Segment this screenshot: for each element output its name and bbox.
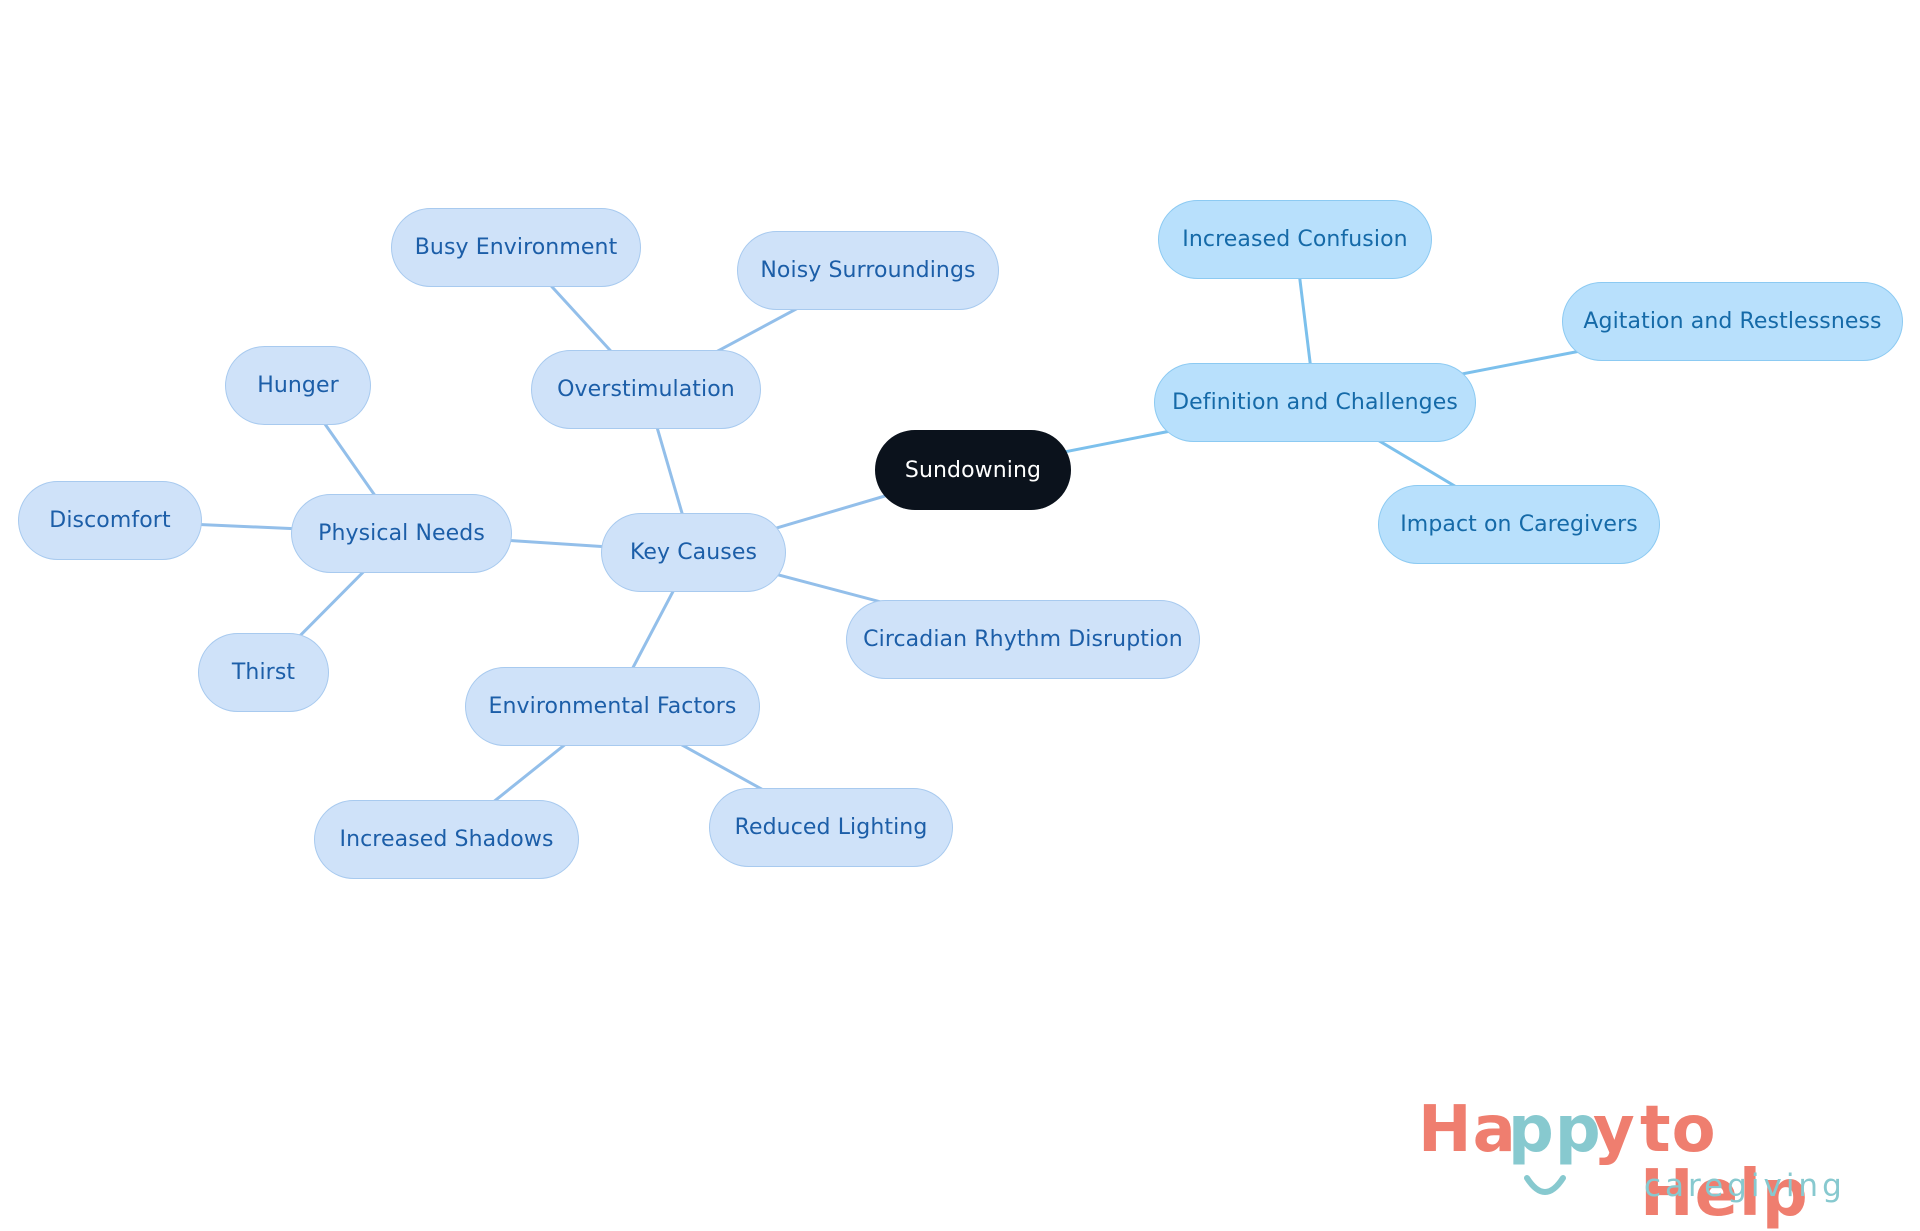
node-thirst[interactable]: Thirst xyxy=(198,633,329,712)
node-agitation-and-restlessness[interactable]: Agitation and Restlessness xyxy=(1562,282,1903,361)
node-discomfort[interactable]: Discomfort xyxy=(18,481,202,560)
node-overstimulation[interactable]: Overstimulation xyxy=(531,350,761,429)
node-busy-environment[interactable]: Busy Environment xyxy=(391,208,641,287)
node-physical-needs[interactable]: Physical Needs xyxy=(291,494,512,573)
logo-text-to-help: to Help xyxy=(1640,1093,1809,1231)
node-key-causes[interactable]: Key Causes xyxy=(601,513,786,592)
node-noisy-surroundings[interactable]: Noisy Surroundings xyxy=(737,231,999,310)
logo-subtitle: caregiving xyxy=(1644,1168,1846,1204)
node-increased-confusion[interactable]: Increased Confusion xyxy=(1158,200,1432,279)
smile-icon xyxy=(1524,1175,1566,1195)
node-hunger[interactable]: Hunger xyxy=(225,346,371,425)
logo-text-y: y xyxy=(1593,1093,1636,1167)
node-increased-shadows[interactable]: Increased Shadows xyxy=(314,800,579,879)
logo-text-pp: pp xyxy=(1508,1093,1602,1167)
node-reduced-lighting[interactable]: Reduced Lighting xyxy=(709,788,953,867)
logo-text-ha: Ha xyxy=(1418,1093,1517,1167)
node-impact-on-caregivers[interactable]: Impact on Caregivers xyxy=(1378,485,1660,564)
node-sundowning[interactable]: Sundowning xyxy=(875,430,1071,510)
happy-to-help-logo: Ha pp y to Help caregiving xyxy=(1415,1093,1885,1226)
node-circadian-rhythm-disruption[interactable]: Circadian Rhythm Disruption xyxy=(846,600,1200,679)
node-environmental-factors[interactable]: Environmental Factors xyxy=(465,667,760,746)
node-definition-and-challenges[interactable]: Definition and Challenges xyxy=(1154,363,1476,442)
